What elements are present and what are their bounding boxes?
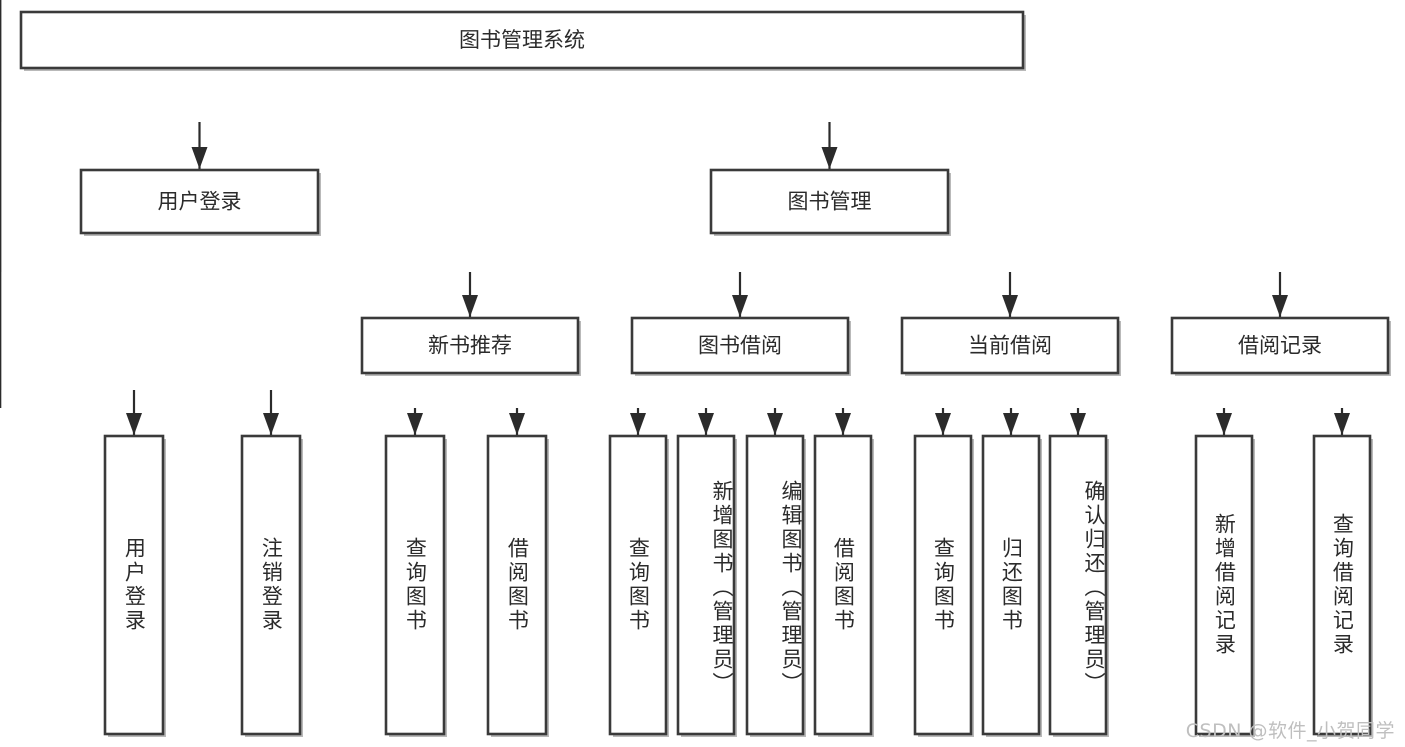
arrow-head-icon (1216, 413, 1232, 435)
arrow-head-icon (407, 413, 423, 435)
arrow-head-icon (767, 413, 783, 435)
arrow-head-icon (1002, 295, 1018, 317)
node-box-leaf-confirm-return[interactable] (1048, 434, 1108, 736)
arrow-head-icon (191, 147, 208, 169)
arrow-head-icon (698, 413, 714, 435)
node-box-leaf-borrow-book-rec[interactable] (486, 434, 548, 736)
arrow-head-icon (935, 413, 951, 435)
node-box-leaf-query-borrow-record[interactable] (1312, 434, 1372, 736)
node-label-root: 图书管理系统 (459, 28, 585, 52)
arrow-head-icon (630, 413, 646, 435)
node-box-book-management[interactable] (709, 168, 950, 235)
arrow-head-icon (821, 147, 838, 169)
node-box-leaf-add-book[interactable] (676, 434, 736, 736)
node-box-current-borrow[interactable] (900, 316, 1120, 375)
node-box-leaf-return-book[interactable] (981, 434, 1041, 736)
node-box-leaf-edit-book[interactable] (745, 434, 805, 736)
node-box-leaf-logout[interactable] (240, 434, 302, 736)
node-box-borrow-record[interactable] (1170, 316, 1390, 375)
node-box-new-book-recommend[interactable] (360, 316, 580, 375)
node-box-root[interactable] (19, 10, 1025, 70)
arrow-head-icon (1070, 413, 1086, 435)
arrow-head-icon (126, 413, 142, 435)
node-label-borrow-record: 借阅记录 (1238, 334, 1322, 358)
arrow-head-icon (263, 413, 279, 435)
arrow-head-icon (835, 413, 851, 435)
node-label-book-borrow: 图书借阅 (698, 334, 782, 358)
arrow-head-icon (1334, 413, 1350, 435)
node-label-book-management: 图书管理 (788, 190, 872, 214)
node-box-user-login[interactable] (79, 168, 320, 235)
node-label-user-login: 用户登录 (158, 190, 242, 214)
node-box-leaf-query-book-borrow[interactable] (608, 434, 668, 736)
node-label-current-borrow: 当前借阅 (968, 334, 1052, 358)
arrow-head-icon (509, 413, 525, 435)
csdn-watermark: CSDN @软件_小贺同学 (1185, 720, 1395, 742)
node-box-book-borrow[interactable] (630, 316, 850, 375)
arrow-head-icon (1003, 413, 1019, 435)
node-box-leaf-add-borrow-record[interactable] (1194, 434, 1254, 736)
node-box-leaf-user-login[interactable] (103, 434, 165, 736)
arrow-head-icon (462, 295, 478, 317)
node-box-leaf-query-book-rec[interactable] (384, 434, 446, 736)
node-label-new-book-recommend: 新书推荐 (428, 334, 512, 358)
node-box-leaf-borrow-book[interactable] (813, 434, 873, 736)
node-box-leaf-query-book-current[interactable] (913, 434, 973, 736)
arrow-head-icon (1272, 295, 1288, 317)
arrow-head-icon (732, 295, 748, 317)
